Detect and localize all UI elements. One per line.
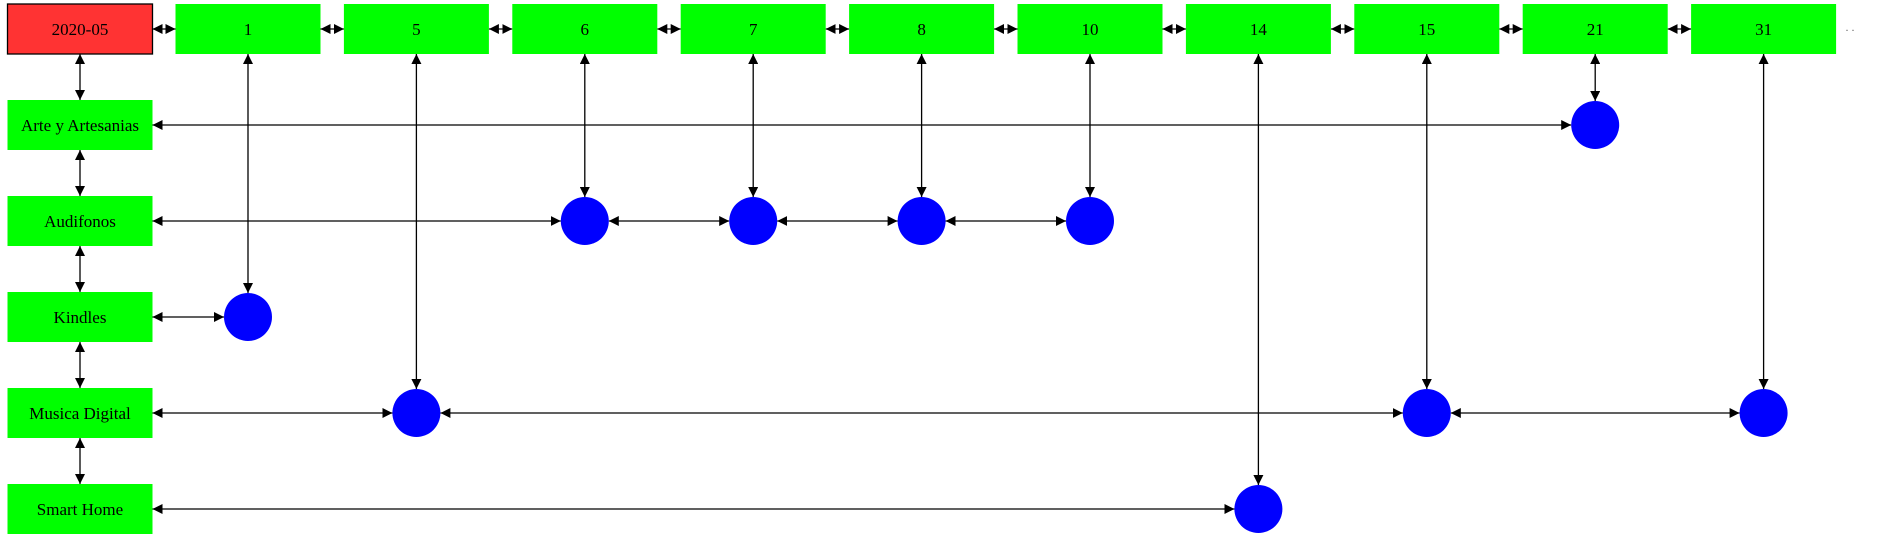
node-kindles-day-1: [224, 293, 272, 341]
node-audifonos-day-10: [1066, 197, 1114, 245]
category-arte-y-artesanias-label: Arte y Artesanias: [21, 116, 139, 135]
category-smart-home: Smart Home: [7, 484, 153, 534]
node-musica-digital-day-31: [1739, 389, 1788, 437]
node-audifonos-day-8: [897, 197, 946, 245]
day-21-box: [1522, 4, 1668, 54]
day-8: 8: [849, 4, 995, 54]
month-header: 2020-05: [6, 3, 154, 55]
category-kindles-label: Kindles: [54, 308, 107, 327]
category-kindles-box: [7, 292, 153, 342]
day-31-box: [1691, 4, 1837, 54]
day-6-label: 6: [581, 20, 590, 39]
day-6-box: [512, 4, 658, 54]
day-7: 7: [680, 4, 826, 54]
day-10: 10: [1017, 4, 1163, 54]
category-audifonos-box: [7, 196, 153, 246]
day-8-box: [849, 4, 995, 54]
category-musica-digital-label: Musica Digital: [29, 404, 131, 423]
node-smart-home-day-14: [1234, 485, 1283, 533]
day-6: 6: [512, 4, 658, 54]
day-21-label: 21: [1587, 20, 1604, 39]
month-header-box: [6, 3, 154, 55]
day-10-label: 10: [1082, 20, 1099, 39]
day-21: 21: [1522, 4, 1668, 54]
category-smart-home-box: [7, 484, 153, 534]
category-arte-y-artesanias-box: [7, 100, 153, 150]
category-musica-digital-box: [7, 388, 153, 438]
category-audifonos: Audifonos: [7, 196, 153, 246]
day-5-label: 5: [412, 20, 421, 39]
day-1: 1: [175, 4, 321, 54]
category-kindles: Kindles: [7, 292, 153, 342]
day-7-box: [680, 4, 826, 54]
day-7-label: 7: [749, 20, 758, 39]
category-audifonos-label: Audifonos: [44, 212, 116, 231]
edges-layer: [75, 24, 1769, 514]
day-1-box: [175, 4, 321, 54]
day-5: 5: [343, 4, 489, 54]
ellipsis-text: . .: [1846, 20, 1855, 34]
month-header-label: 2020-05: [52, 20, 109, 39]
day-14-box: [1185, 4, 1331, 54]
day-31-label: 31: [1755, 20, 1772, 39]
node-arte-y-artesanias-day-21: [1571, 101, 1620, 149]
category-musica-digital: Musica Digital: [7, 388, 153, 438]
category-smart-home-label: Smart Home: [37, 500, 123, 519]
day-1-label: 1: [244, 20, 253, 39]
day-15-label: 15: [1418, 20, 1435, 39]
day-8-label: 8: [917, 20, 926, 39]
node-audifonos-day-7: [729, 197, 778, 245]
day-15: 15: [1354, 4, 1500, 54]
day-14-label: 14: [1250, 20, 1268, 39]
day-10-box: [1017, 4, 1163, 54]
day-5-box: [343, 4, 489, 54]
node-musica-digital-day-15: [1402, 389, 1451, 437]
day-15-box: [1354, 4, 1500, 54]
day-14: 14: [1185, 4, 1331, 54]
node-musica-digital-day-5: [392, 389, 441, 437]
category-arte-y-artesanias: Arte y Artesanias: [7, 100, 153, 150]
day-31: 31: [1691, 4, 1837, 54]
node-audifonos-day-6: [560, 197, 609, 245]
